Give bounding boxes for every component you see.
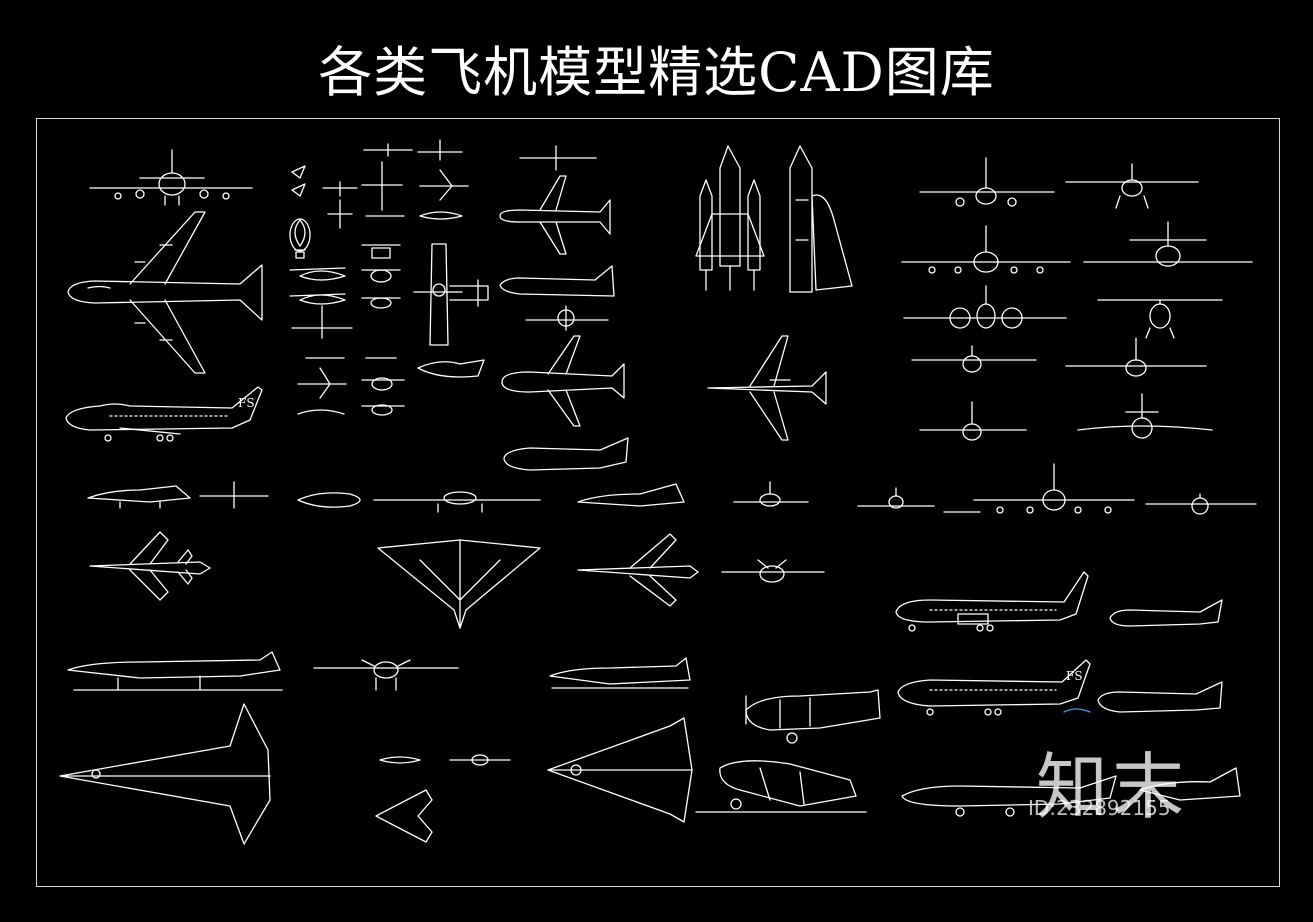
drawing-frame [36,118,1280,887]
helicopter-collection-icon [290,245,404,415]
small-aircraft-collection-icon [290,140,468,414]
tail-mark-2: FS [1066,669,1083,683]
airliner-side-view-icon: FS [896,572,1222,715]
hypersonic-delta-top-icon [60,704,692,844]
cargo-plane-side-icon [902,768,1240,816]
airliner-front-view-icon [90,150,252,205]
propeller-plane-top-view-icon [414,244,488,377]
fighter-top-view-icon [90,532,210,600]
watermark-logo: 知末 [1036,745,1189,829]
jumbo-jet-top-view-icon [68,212,262,373]
supersonic-jet-side-icon [68,652,690,690]
twin-jet-side-view-icon [500,266,628,470]
fighter-jet-side-strip-icon [88,464,1256,514]
twin-prop-front-view-icon [902,158,1252,440]
jumbo-jet-side-view-icon: FS [66,387,262,441]
stealth-bomber-icon [378,540,540,628]
tail-mark-1: FS [238,396,255,410]
space-shuttle-side-icon [790,146,852,292]
vintage-propeller-plane-icon [696,690,880,812]
jet-top-view-icon [500,146,610,254]
fighter-jet-top-view-icon [708,336,826,440]
hot-air-balloon-icon [295,220,305,246]
page-title: 各类飞机模型精选CAD图库 [318,41,995,104]
space-shuttle-front-icon [696,146,764,290]
watermark-id: ID:232892155 [1028,796,1171,820]
delta-wing-jet-icon [578,534,824,606]
